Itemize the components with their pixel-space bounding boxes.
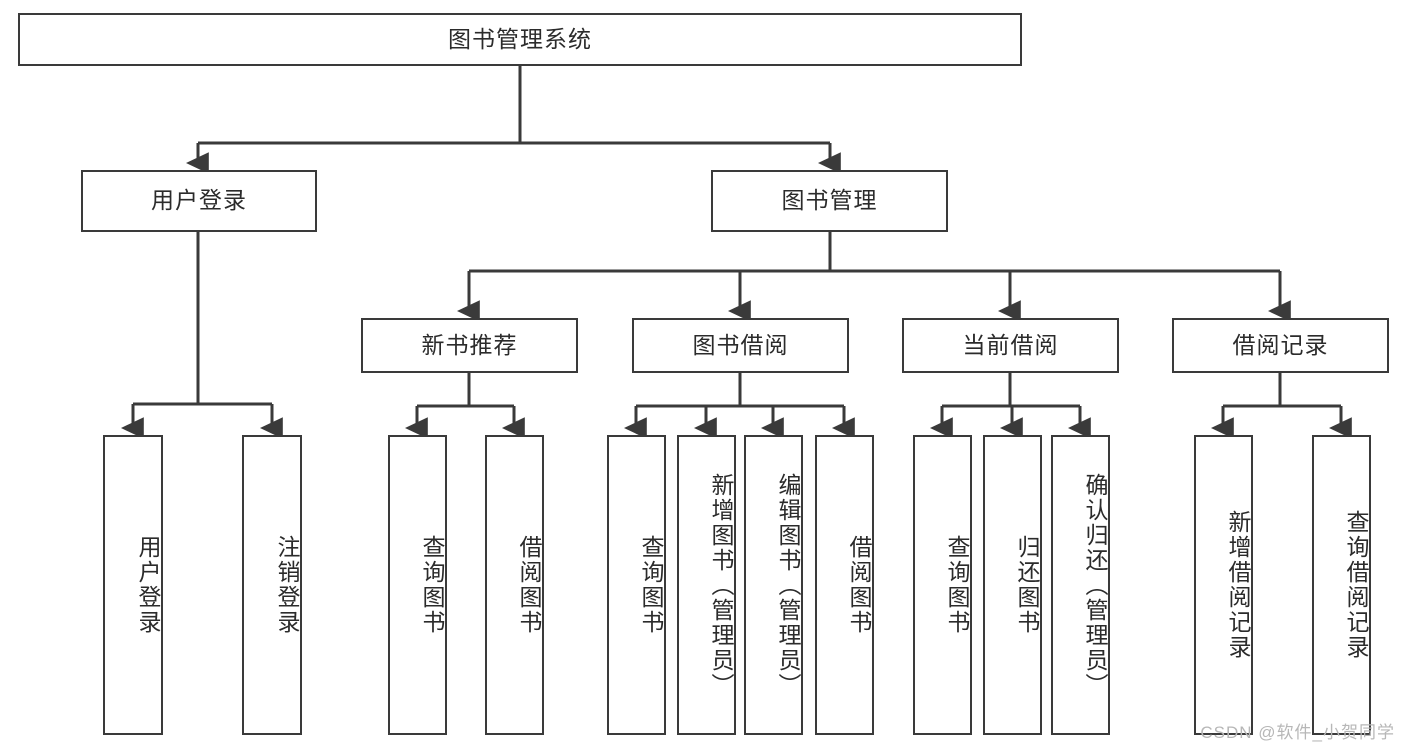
leaf-query-books-newbook[interactable]: 查询图书 [388, 435, 447, 735]
node-label: 查询图书 [419, 535, 445, 635]
node-label: 图书借阅 [692, 331, 789, 358]
node-label: 用户登录 [135, 535, 161, 635]
node-label: 新书推荐 [421, 331, 518, 358]
node-label: 当前借阅 [962, 331, 1059, 358]
leaf-borrow-books-newbook[interactable]: 借阅图书 [485, 435, 544, 735]
leaf-query-borrow-record[interactable]: 查询借阅记录 [1312, 435, 1371, 735]
leaf-logout[interactable]: 注销登录 [242, 435, 302, 735]
node-label: 新增借阅记录 [1225, 510, 1251, 660]
leaf-add-book-admin[interactable]: 新增图书（管理员） [677, 435, 736, 735]
node-book-management[interactable]: 图书管理 [711, 170, 948, 232]
node-label: 借阅图书 [516, 535, 542, 635]
node-current-borrowing[interactable]: 当前借阅 [902, 318, 1119, 373]
node-label: 图书管理系统 [448, 25, 592, 52]
node-label: 归还图书 [1014, 535, 1040, 635]
node-book-borrowing[interactable]: 图书借阅 [632, 318, 849, 373]
node-label: 借阅记录 [1232, 331, 1329, 358]
leaf-edit-book-admin[interactable]: 编辑图书（管理员） [744, 435, 803, 735]
leaf-return-books[interactable]: 归还图书 [983, 435, 1042, 735]
node-root-book-management-system[interactable]: 图书管理系统 [18, 13, 1022, 66]
node-label: 图书管理 [781, 187, 878, 214]
leaf-borrow-books-borrowing[interactable]: 借阅图书 [815, 435, 874, 735]
node-borrowing-records[interactable]: 借阅记录 [1172, 318, 1389, 373]
leaf-add-borrow-record[interactable]: 新增借阅记录 [1194, 435, 1253, 735]
node-label: 确认归还（管理员） [1082, 472, 1108, 698]
node-user-login[interactable]: 用户登录 [81, 170, 317, 232]
node-label: 编辑图书（管理员） [775, 472, 801, 698]
node-label: 查询借阅记录 [1343, 510, 1369, 660]
node-label: 用户登录 [151, 187, 247, 214]
node-label: 查询图书 [944, 535, 970, 635]
node-label: 新增图书（管理员） [708, 472, 734, 698]
leaf-user-login[interactable]: 用户登录 [103, 435, 163, 735]
leaf-query-books-current[interactable]: 查询图书 [913, 435, 972, 735]
node-label: 查询图书 [638, 535, 664, 635]
leaf-confirm-return-admin[interactable]: 确认归还（管理员） [1051, 435, 1110, 735]
node-label: 注销登录 [274, 535, 300, 635]
leaf-query-books-borrowing[interactable]: 查询图书 [607, 435, 666, 735]
node-label: 借阅图书 [846, 535, 872, 635]
node-new-book-recommendation[interactable]: 新书推荐 [361, 318, 578, 373]
